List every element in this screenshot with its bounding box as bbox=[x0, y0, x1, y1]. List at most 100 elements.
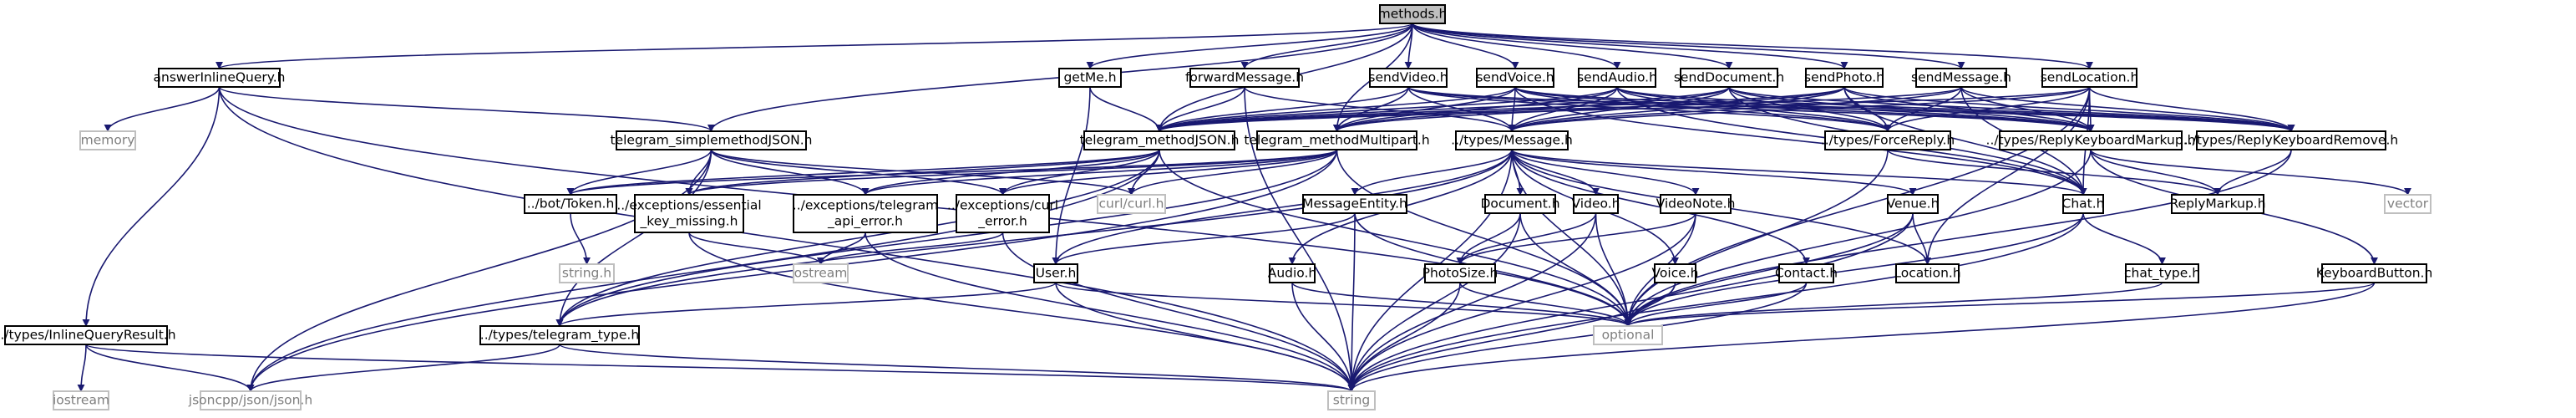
node-box-sendVoice bbox=[1476, 68, 1554, 88]
node-forwardMessage[interactable]: forwardMessage.h bbox=[1185, 68, 1304, 88]
node-label-location: Location.h bbox=[1894, 266, 1960, 281]
node-methodJSON[interactable]: telegram_methodJSON.h bbox=[1080, 130, 1240, 150]
node-inlineQueryResult[interactable]: ../types/InlineQueryResult.h bbox=[0, 325, 176, 345]
node-label-videoNote: VideoNote.h bbox=[1656, 196, 1736, 212]
node-answerInlineQuery[interactable]: answerInlineQuery.h bbox=[154, 68, 286, 88]
edge-chat-to-string bbox=[1347, 212, 2084, 392]
node-location[interactable]: Location.h bbox=[1894, 263, 1961, 283]
edge-sendLocation-to-location bbox=[1924, 86, 2091, 265]
node-sendAudio[interactable]: sendAudio.h bbox=[1577, 68, 1657, 88]
node-label-sendVideo: sendVideo.h bbox=[1368, 70, 1448, 85]
edge-document-to-optional bbox=[1519, 212, 1632, 327]
node-getMe[interactable]: getMe.h bbox=[1058, 68, 1122, 88]
edge-answerInlineQuery-to-inlineQueryResult bbox=[82, 86, 221, 327]
node-label-chat: Chat.h bbox=[2062, 196, 2105, 212]
node-replyKbRemove[interactable]: ../types/ReplyKeyboardRemove.h bbox=[2184, 130, 2398, 150]
node-box-venue bbox=[1887, 194, 1939, 214]
edge-user-to-telegramType bbox=[555, 282, 1057, 327]
node-telegramType[interactable]: ../types/telegram_type.h bbox=[479, 325, 640, 345]
edge-message-to-chat bbox=[1511, 149, 2087, 196]
node-sendVoice[interactable]: sendVoice.h bbox=[1476, 68, 1554, 88]
edge-sendDocument-to-methodJSON bbox=[1155, 86, 1730, 132]
edge-contact-to-optional bbox=[1624, 282, 1808, 327]
node-methods[interactable]: methods.h bbox=[1378, 4, 1448, 24]
node-label-contact: Contact.h bbox=[1775, 266, 1838, 281]
node-label-ostream: ostream bbox=[794, 266, 848, 281]
node-sendLocation[interactable]: sendLocation.h bbox=[2041, 68, 2139, 88]
node-box-sendLocation bbox=[2041, 68, 2137, 88]
node-label-token: ../bot/Token.h bbox=[527, 196, 615, 212]
node-label-sendAudio: sendAudio.h bbox=[1577, 70, 1657, 85]
node-document[interactable]: Document.h bbox=[1480, 194, 1560, 214]
edge-replyKbMarkup-to-replyMarkup bbox=[2090, 149, 2222, 196]
edge-inlineQueryResult-to-jsoncpp bbox=[85, 344, 255, 392]
node-optional: optional bbox=[1593, 325, 1663, 345]
node-replyMarkup[interactable]: ReplyMarkup.h bbox=[2169, 194, 2266, 214]
node-label-message: ../types/Message.h bbox=[1451, 133, 1573, 148]
node-box-forceReply bbox=[1824, 130, 1951, 150]
node-memory: memory bbox=[79, 130, 136, 150]
node-voice[interactable]: Voice.h bbox=[1652, 263, 1699, 283]
edge-user-to-optional bbox=[1055, 282, 1632, 327]
node-essential[interactable]: ../exceptions/essential_key_missing.h bbox=[616, 194, 762, 233]
node-chat[interactable]: Chat.h bbox=[2062, 194, 2105, 214]
node-box-photoSize bbox=[1424, 263, 1496, 283]
edge-methods-to-getMe bbox=[1086, 23, 1413, 69]
edge-simpleJSON-to-apiError bbox=[710, 149, 870, 196]
edge-message-to-video bbox=[1511, 149, 1600, 196]
node-replyKbMarkup[interactable]: ../types/ReplyKeyboardMarkup.h bbox=[1986, 130, 2196, 150]
node-box-keyboardButton bbox=[2321, 263, 2427, 283]
edge-methods-to-sendVoice bbox=[1412, 23, 1519, 69]
node-venue[interactable]: Venue.h bbox=[1887, 194, 1940, 214]
node-label-sendVoice: sendVoice.h bbox=[1476, 70, 1554, 85]
edge-simpleJSON-to-token bbox=[566, 149, 712, 196]
node-multipart[interactable]: telegram_methodMultipart.h bbox=[1244, 130, 1430, 150]
node-label-replyMarkup: ReplyMarkup.h bbox=[2169, 196, 2265, 212]
node-sendPhoto[interactable]: sendPhoto.h bbox=[1804, 68, 1884, 88]
node-box-document bbox=[1484, 194, 1556, 214]
node-box-simpleJSON bbox=[616, 130, 807, 150]
node-photoSize[interactable]: PhotoSize.h bbox=[1422, 263, 1498, 283]
edge-messageEntity-to-user bbox=[1052, 212, 1356, 265]
node-box-video bbox=[1573, 194, 1619, 214]
edge-forceReply-to-replyMarkup bbox=[1887, 149, 2222, 196]
edge-essential-to-ostream bbox=[688, 232, 824, 265]
node-box-answerInlineQuery bbox=[158, 68, 281, 88]
edge-sendVoice-to-methodJSON bbox=[1155, 86, 1516, 132]
node-message[interactable]: ../types/Message.h bbox=[1451, 130, 1573, 150]
node-box-replyMarkup bbox=[2171, 194, 2264, 214]
node-box-curlError bbox=[956, 194, 1050, 233]
edge-photoSize-to-string bbox=[1347, 282, 1461, 392]
edge-token-to-stringh bbox=[570, 212, 591, 265]
node-curlError[interactable]: ../exceptions/curl_error.h bbox=[947, 194, 1058, 233]
nodes-layer: methods.h answerInlineQuery.h getMe.h forwa… bbox=[0, 4, 2433, 410]
node-videoNote[interactable]: VideoNote.h bbox=[1656, 194, 1736, 214]
edge-message-to-venue bbox=[1511, 149, 1917, 196]
edge-sendPhoto-to-methodJSON bbox=[1155, 86, 1845, 132]
edge-chatType-to-optional bbox=[1624, 282, 2163, 327]
node-box-sendAudio bbox=[1578, 68, 1656, 88]
node-box-messageEntity bbox=[1302, 194, 1407, 214]
node-keyboardButton[interactable]: KeyboardButton.h bbox=[2316, 263, 2433, 283]
node-sendVideo[interactable]: sendVideo.h bbox=[1368, 68, 1448, 88]
node-contact[interactable]: Contact.h bbox=[1775, 263, 1838, 283]
node-messageEntity[interactable]: MessageEntity.h bbox=[1302, 194, 1407, 214]
node-box-replyKbMarkup bbox=[1999, 130, 2183, 150]
node-apiError[interactable]: ../exceptions/telegram_api_error.h bbox=[793, 194, 938, 233]
edge-videoNote-to-photoSize bbox=[1456, 212, 1696, 265]
node-chatType[interactable]: chat_type.h bbox=[2124, 263, 2200, 283]
node-sendDocument[interactable]: sendDocument.h bbox=[1674, 68, 1784, 88]
node-video[interactable]: Video.h bbox=[1572, 194, 1620, 214]
node-simpleJSON[interactable]: telegram_simplemethodJSON.h bbox=[611, 130, 813, 150]
node-user[interactable]: User.h bbox=[1033, 263, 1078, 283]
edge-sendDocument-to-replyKbRemove bbox=[1728, 86, 2295, 132]
node-audio[interactable]: Audio.h bbox=[1268, 263, 1317, 283]
node-token[interactable]: ../bot/Token.h bbox=[524, 194, 617, 214]
edge-keyboardButton-to-string bbox=[1347, 282, 2376, 392]
node-sendMessage[interactable]: sendMessage.h bbox=[1911, 68, 2011, 88]
node-forceReply[interactable]: ../types/ForceReply.h bbox=[1821, 130, 1955, 150]
edge-methods-to-sendPhoto bbox=[1412, 23, 1848, 69]
node-label-messageEntity: MessageEntity.h bbox=[1302, 196, 1407, 212]
edge-audio-to-optional bbox=[1291, 282, 1632, 327]
node-box-methods bbox=[1379, 4, 1446, 24]
